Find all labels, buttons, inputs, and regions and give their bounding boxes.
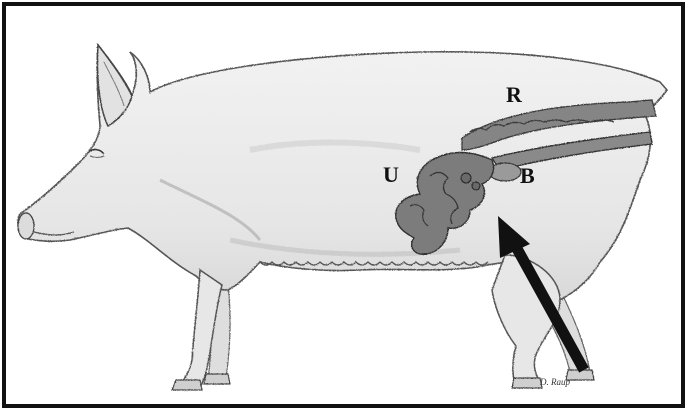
- pig-snout: [18, 213, 34, 239]
- fore-hoof: [172, 380, 202, 390]
- artist-signature: D. Raup: [539, 377, 570, 387]
- label-b: B: [520, 163, 535, 188]
- label-r: R: [506, 82, 523, 107]
- far-fore-hoof: [204, 374, 230, 384]
- label-u: U: [383, 162, 399, 187]
- ovary: [461, 173, 471, 183]
- hind-hoof: [512, 378, 542, 388]
- ovary: [472, 182, 480, 190]
